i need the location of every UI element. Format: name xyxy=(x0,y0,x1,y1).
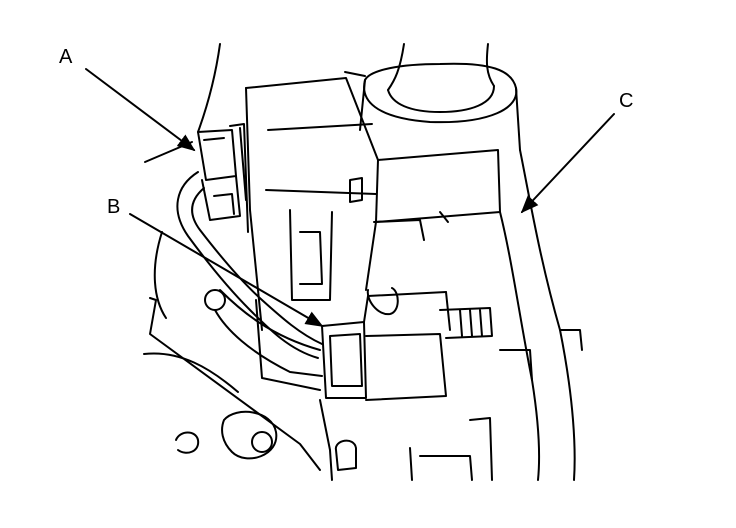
arrow-c xyxy=(520,113,615,214)
arrow-b xyxy=(129,213,324,327)
column-frame xyxy=(144,43,221,163)
connector-b xyxy=(321,287,493,401)
callout-label-c: C xyxy=(619,90,634,112)
steering-shaft xyxy=(344,43,521,151)
leader-arrows xyxy=(85,68,615,327)
callout-label-a: A xyxy=(59,46,73,68)
wire-harness xyxy=(176,171,323,377)
arrow-a xyxy=(85,68,196,152)
connector-a xyxy=(197,129,241,221)
callout-label-b: B xyxy=(107,196,121,218)
combination-switch-body xyxy=(229,77,501,391)
lower-housing xyxy=(143,149,583,481)
